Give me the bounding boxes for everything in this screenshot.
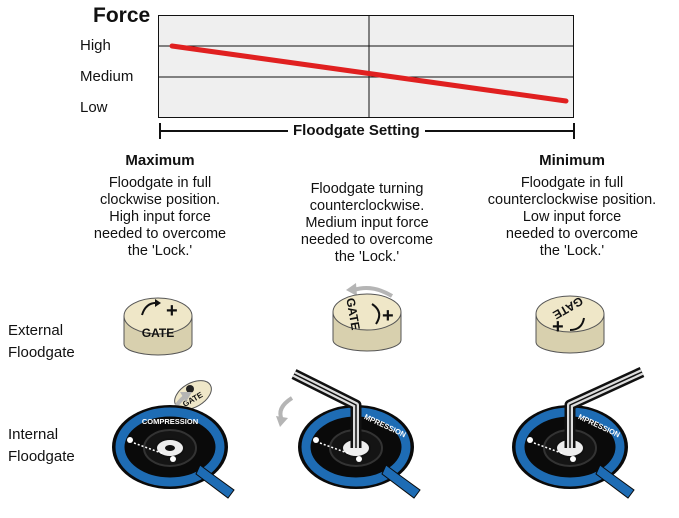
internal-dial-minimum: MPRESSION	[512, 367, 645, 499]
caption-line: counterclockwise.	[309, 198, 425, 214]
y-level-high: High	[80, 37, 111, 54]
lock-icon	[127, 437, 133, 443]
caption-line: Floodgate in full	[520, 175, 624, 191]
caption-line: Low input force	[522, 209, 622, 225]
row-label-line: Floodgate	[8, 448, 75, 465]
plus-icon: +	[382, 305, 394, 327]
x-axis-label: Floodgate Setting	[288, 122, 425, 139]
column-turning: Floodgate turning counterclockwise. Medi…	[277, 181, 457, 266]
lock-icon	[356, 456, 362, 462]
caption-line: needed to overcome	[300, 232, 434, 248]
y-level-medium: Medium	[80, 68, 134, 85]
curved-arrow-icon	[569, 317, 585, 331]
caption-line: counterclockwise position.	[487, 192, 657, 208]
row-label-line: External	[8, 322, 64, 339]
lock-icon	[527, 437, 533, 443]
internal-dial-maximum: COMPRESSION	[112, 405, 235, 499]
wrench-swing-arrow	[278, 396, 294, 421]
dial-lever	[381, 464, 421, 499]
caption-line: the 'Lock.'	[127, 243, 193, 259]
external-floodgate-label: External Floodgate	[8, 320, 75, 364]
rotation-arrow	[353, 286, 394, 298]
lock-icon	[186, 385, 194, 393]
external-knob-maximum: + GATE	[123, 297, 193, 356]
row-label-line: Internal	[8, 426, 59, 443]
caption-line: clockwise position.	[99, 192, 221, 208]
force-line	[169, 43, 569, 104]
caption-line: the 'Lock.'	[334, 249, 400, 265]
plus-icon: +	[552, 316, 564, 338]
column-title: Minimum	[539, 152, 605, 169]
dial-lever	[195, 464, 235, 499]
caption-line: needed to overcome	[93, 226, 227, 242]
plus-icon: +	[166, 300, 178, 322]
row-label-line: Floodgate	[8, 344, 75, 361]
y-level-low: Low	[80, 99, 108, 116]
lock-icon	[170, 456, 176, 462]
dial-lever	[595, 464, 635, 499]
column-minimum: Minimum Floodgate in full counterclockwi…	[468, 152, 676, 260]
caption-line: Floodgate turning	[310, 181, 424, 197]
force-graph-area	[158, 15, 574, 118]
curved-arrow-icon	[371, 303, 381, 325]
internal-floodgate-label: Internal Floodgate	[8, 424, 75, 468]
force-axis-title: Force	[93, 4, 151, 27]
knob-label: GATE	[343, 297, 362, 331]
caption-line: needed to overcome	[505, 226, 639, 242]
external-knob-minimum: GATE +	[535, 294, 605, 354]
caption-line: Floodgate in full	[108, 175, 212, 191]
knob-label: GATE	[142, 326, 174, 340]
lock-icon	[570, 456, 576, 462]
lock-icon	[313, 437, 319, 443]
dial-text: COMPRESSION	[142, 417, 198, 426]
caption-line: Medium input force	[305, 215, 429, 231]
external-knob-turning: GATE +	[332, 293, 402, 352]
caption-line: High input force	[109, 209, 211, 225]
column-maximum: Maximum Floodgate in full clockwise posi…	[70, 152, 250, 260]
column-title: Maximum	[125, 152, 195, 169]
caption-line: the 'Lock.'	[539, 243, 605, 259]
internal-dial-turning: MPRESSION	[291, 369, 421, 499]
